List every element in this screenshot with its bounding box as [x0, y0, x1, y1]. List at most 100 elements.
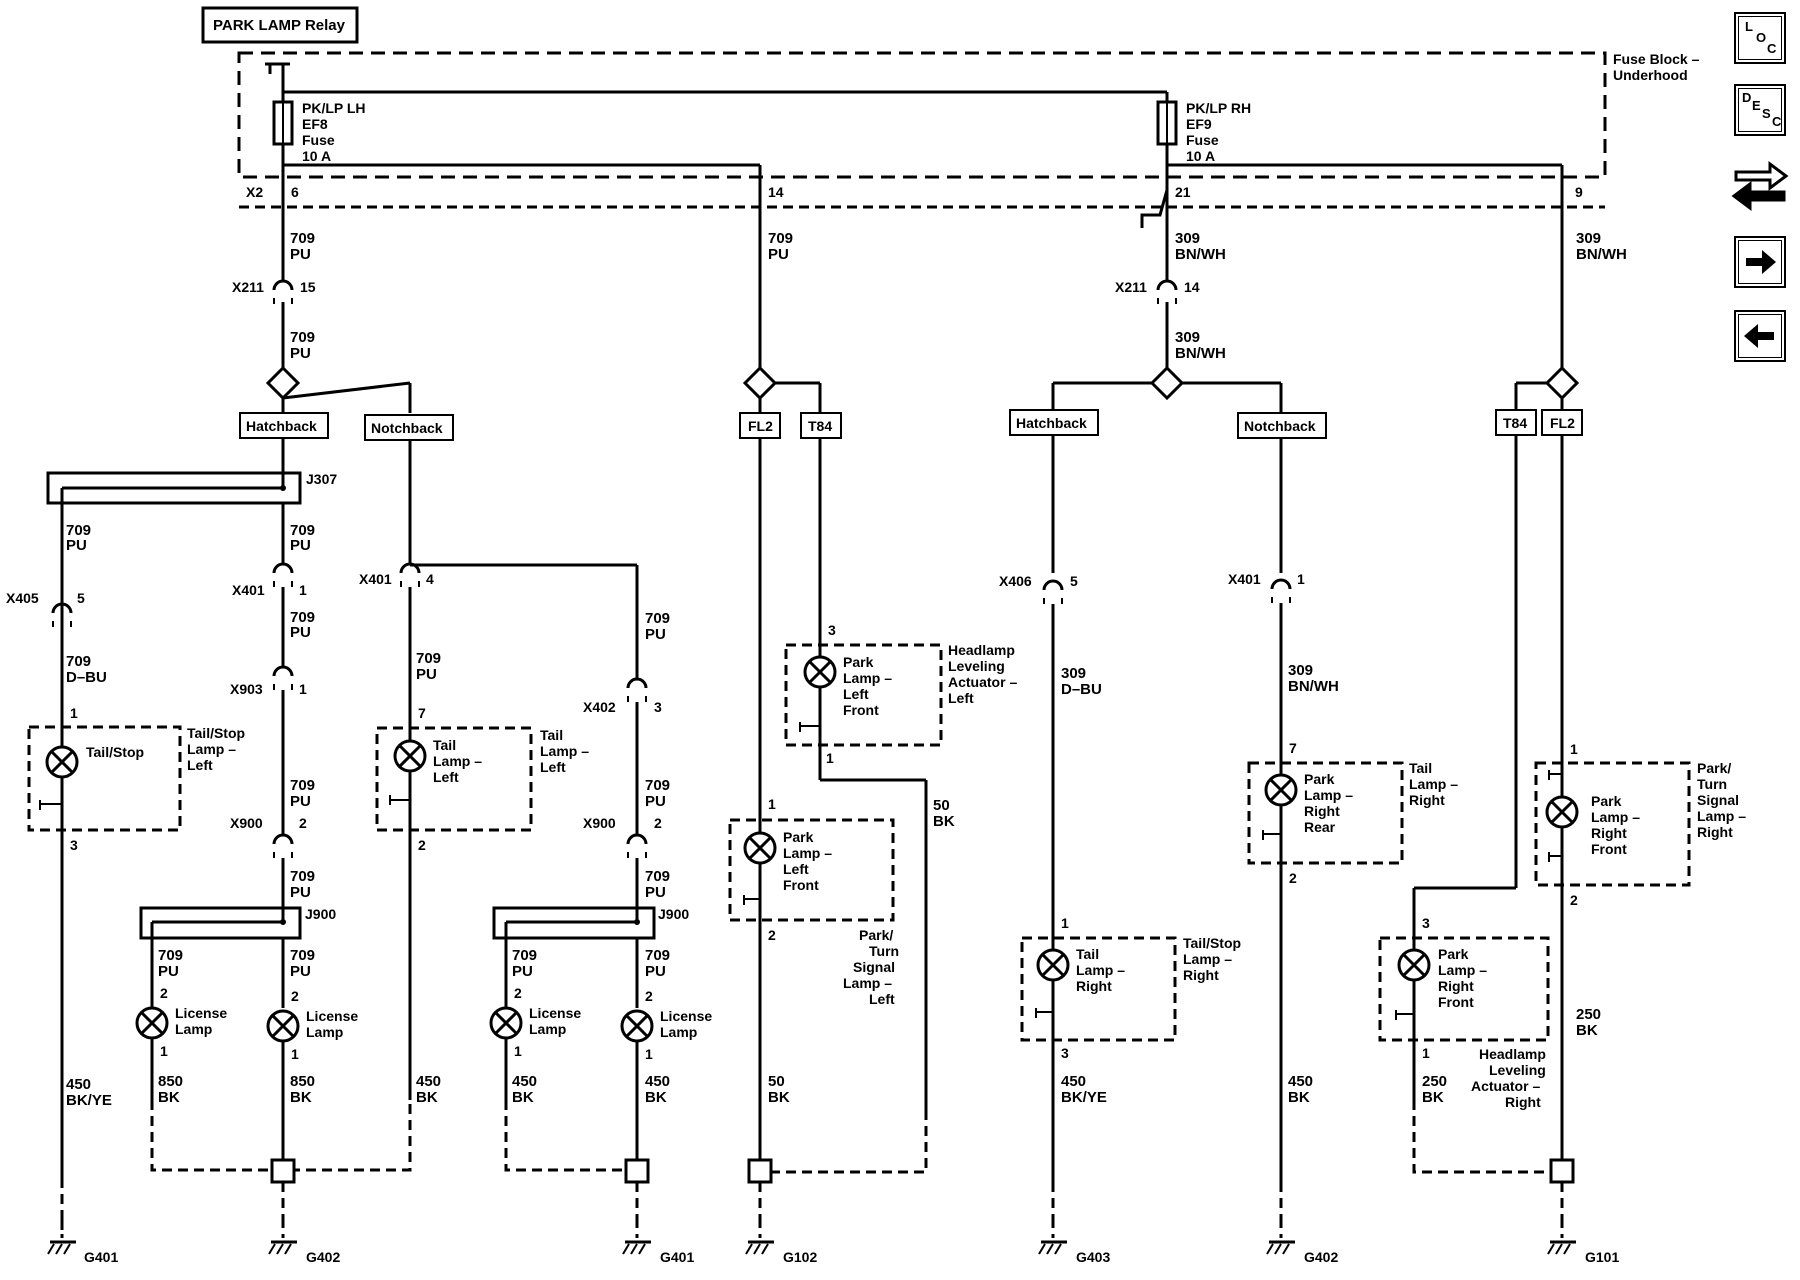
pin-label: 4: [426, 571, 434, 587]
wire-label: PU: [645, 626, 666, 643]
arrow-left-icon: [1744, 324, 1774, 348]
forward-button[interactable]: [1734, 236, 1786, 288]
lamp-icon: [393, 739, 427, 773]
wire-label: BN/WH: [1175, 345, 1226, 362]
component-label: Lamp –: [1591, 809, 1640, 825]
ground-label: G101: [1585, 1249, 1619, 1265]
component-label: Rear: [1304, 819, 1336, 835]
fuse-label-lh-4: 10 A: [302, 148, 331, 164]
x2-pin-14: 14: [768, 184, 784, 200]
ground-icon: [744, 1218, 776, 1256]
lamp-icon: [1264, 773, 1298, 807]
connector-label: X211: [232, 279, 264, 295]
pin-label: 1: [291, 1046, 299, 1062]
component-label: Lamp –: [843, 670, 892, 686]
pin-label: 3: [828, 622, 836, 638]
component-label: Left: [783, 861, 809, 877]
description-button[interactable]: D E S C: [1734, 84, 1786, 136]
pin-label: 1: [299, 582, 307, 598]
connector-x903: [272, 665, 294, 692]
wire-label: PU: [290, 537, 311, 554]
lamp-icon: [45, 745, 79, 779]
wire-label: 709: [290, 947, 315, 964]
wire-label: 709: [66, 522, 91, 539]
wire-label: BK/YE: [66, 1092, 112, 1109]
connector-icon[interactable]: [1730, 154, 1790, 214]
component-label: Turn: [1697, 776, 1727, 792]
x2-pin-6: 6: [291, 184, 299, 200]
wire-label: 850: [290, 1073, 315, 1090]
ground-label: G402: [1304, 1249, 1338, 1265]
component-label: License: [175, 1005, 227, 1021]
ground-icon: [46, 1218, 78, 1256]
option-hatchback: [239, 412, 329, 439]
fuse-label-rh-2: EF9: [1186, 116, 1212, 132]
pin-label: 7: [418, 705, 426, 721]
splice-diamond: [1149, 365, 1185, 401]
wire-label: BK: [1422, 1089, 1444, 1106]
connector-x211-2: [1156, 279, 1178, 306]
component-label: Lamp –: [1697, 808, 1746, 824]
pin-label: 1: [1422, 1045, 1430, 1061]
component-label: Left: [869, 991, 895, 1007]
ground-terminal: [747, 1158, 773, 1184]
ground-label: G102: [783, 1249, 817, 1265]
wire-label: PU: [66, 537, 87, 554]
component-label: Lamp: [529, 1021, 566, 1037]
component-label: Park: [843, 654, 874, 670]
pin-label: 1: [1297, 571, 1305, 587]
component-label: Signal: [1697, 792, 1739, 808]
pin-label: 15: [300, 279, 316, 295]
arrow-right-icon: [1746, 250, 1776, 274]
component-label: License: [306, 1008, 358, 1024]
pin-label: 2: [514, 985, 522, 1001]
splice-j900: [139, 906, 302, 940]
component-label: Front: [1591, 841, 1627, 857]
connector-x406: [1042, 579, 1064, 606]
ground-icon: [621, 1218, 653, 1256]
location-button[interactable]: L O C: [1734, 12, 1786, 64]
component-label: Leveling: [1489, 1062, 1546, 1078]
desc-letter: C: [1772, 114, 1782, 129]
component-label: Lamp –: [1304, 787, 1353, 803]
wire-label: 50: [933, 797, 950, 814]
wire-label: 450: [1061, 1073, 1086, 1090]
desc-letter: S: [1762, 106, 1771, 121]
component-label: Lamp –: [433, 753, 482, 769]
wire-label: BN/WH: [1288, 678, 1339, 695]
component-label: Left: [187, 757, 213, 773]
ground-terminal: [270, 1158, 296, 1184]
wire-label: BK/YE: [1061, 1089, 1107, 1106]
splice-label: J900: [658, 906, 689, 922]
component-label: Right: [1697, 824, 1733, 840]
wire-label: BK: [512, 1089, 534, 1106]
wire-label: 709: [290, 609, 315, 626]
component-label: Lamp –: [1409, 776, 1458, 792]
desc-letter: D: [1742, 90, 1752, 105]
component-label: Tail: [540, 727, 563, 743]
component-label: Park: [783, 829, 814, 845]
ground-label: G401: [84, 1249, 118, 1265]
splice-diamond: [1544, 365, 1580, 401]
pin-label: 1: [70, 705, 78, 721]
wire-label: 709: [290, 230, 315, 247]
wire-label: 309: [1288, 662, 1313, 679]
back-button[interactable]: [1734, 310, 1786, 362]
wire-label: BN/WH: [1175, 246, 1226, 263]
ground-label: G402: [306, 1249, 340, 1265]
component-tail-lamp-right: [1247, 761, 1404, 865]
component-label: Tail: [1409, 760, 1432, 776]
wire-label: PU: [512, 963, 533, 980]
pin-label: 2: [299, 815, 307, 831]
ground-terminal: [624, 1158, 650, 1184]
wire-label: 709: [645, 868, 670, 885]
wire-label: 709: [645, 947, 670, 964]
wire-label: PU: [290, 246, 311, 263]
page-title: PARK LAMP Relay: [213, 17, 346, 34]
option-label: T84: [1503, 415, 1527, 431]
component-label: Lamp –: [1183, 951, 1232, 967]
component-label: Lamp –: [1438, 962, 1487, 978]
fuse-label-lh-3: Fuse: [302, 132, 335, 148]
connector-x401-4: [399, 562, 421, 589]
